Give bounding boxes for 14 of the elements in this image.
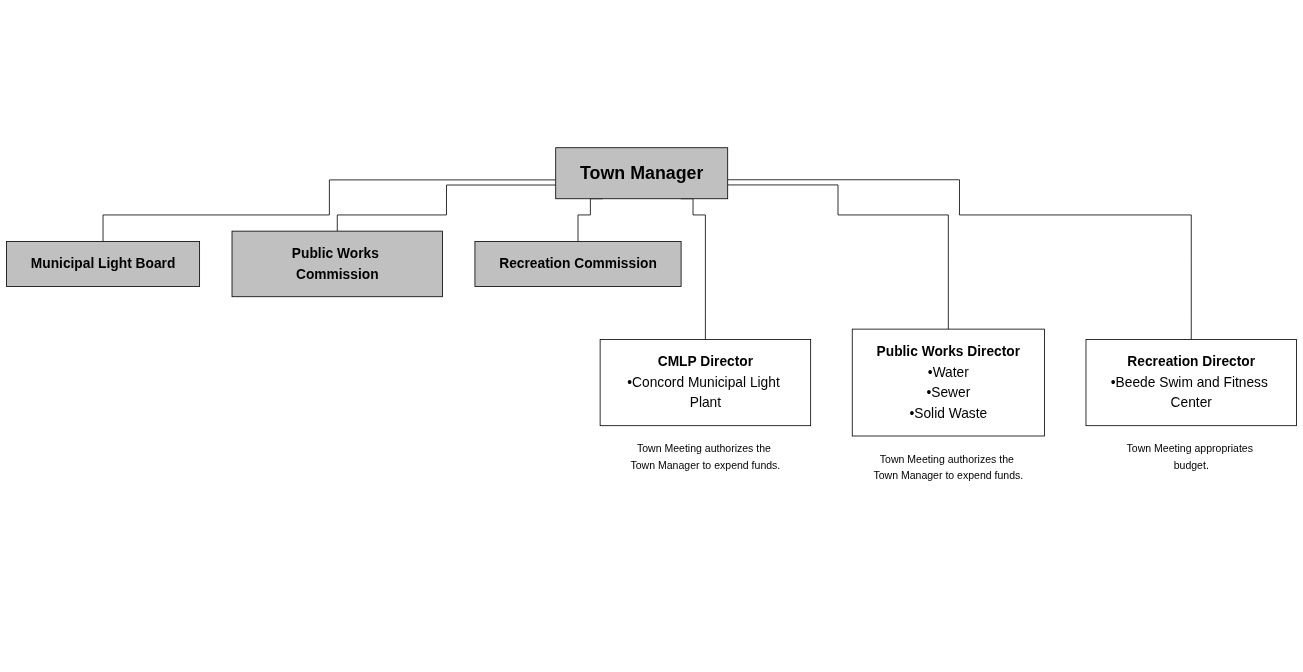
- node-box: Public Works Director •Water •Sewer •Solid Waste: [851, 328, 1045, 437]
- connector: [727, 184, 949, 330]
- node-box: Public Works Commission: [231, 230, 443, 298]
- node-label: Town Meeting authorizes the Town Manager to expend funds.: [873, 453, 1024, 481]
- node-label: Town Meeting appropriates budget.: [1126, 442, 1253, 471]
- node-box: CMLP Director •Concord Municipal Light Plant: [599, 339, 812, 427]
- node-label: Town Meeting authorizes the Town Manager to expend funds.: [630, 442, 781, 471]
- node-box: Recreation Director •Beede Swim and Fitness Center: [1085, 339, 1297, 427]
- connector: [336, 184, 557, 232]
- connector: [102, 179, 557, 242]
- node-box: Recreation Commission: [474, 241, 682, 287]
- node-box: Town Manager: [555, 147, 729, 200]
- node-box: Municipal Light Board: [6, 241, 200, 287]
- connector: [727, 179, 1192, 340]
